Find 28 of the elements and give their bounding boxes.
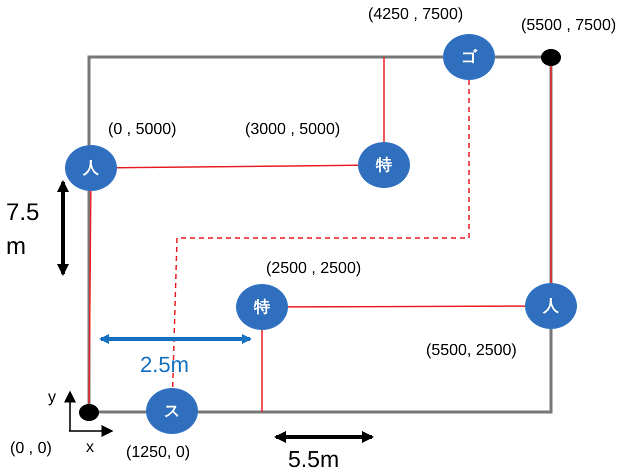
fixture-circle: ス [146,388,198,434]
coordinate-label: (2500 , 2500) [266,260,362,278]
coordinate-label: (0 , 0) [10,440,52,458]
point-marker [541,48,561,66]
fixture-circle: 人 [65,145,117,191]
dimension-label: 7.5 m [6,198,40,262]
coordinate-label: (5500 , 7500) [521,17,616,35]
coordinate-label: (0 , 5000) [108,121,176,139]
connector [88,191,92,404]
fixture-circle: ゴ [443,34,495,80]
dashed-connector [172,80,470,388]
axis-label: x [86,439,94,457]
coordinate-label: (5500, 2500) [426,342,517,360]
coordinate-label: (3000 , 5000) [245,121,340,139]
connector [383,57,385,142]
coordinate-label: (4250 , 7500) [368,6,464,24]
axis-label: y [48,389,56,407]
connector [117,164,358,168]
coordinate-label: (1250, 0) [126,444,190,462]
connector [550,66,552,283]
fixture-circle: 人 [525,283,577,329]
fixture-circle: 特 [236,284,288,330]
fixture-circle: 特 [358,142,410,188]
connector [288,305,525,308]
dimension-label: 5.5m [288,446,340,472]
dimension-label: 2.5m [140,352,189,377]
point-marker [79,404,99,420]
connector [261,330,263,412]
